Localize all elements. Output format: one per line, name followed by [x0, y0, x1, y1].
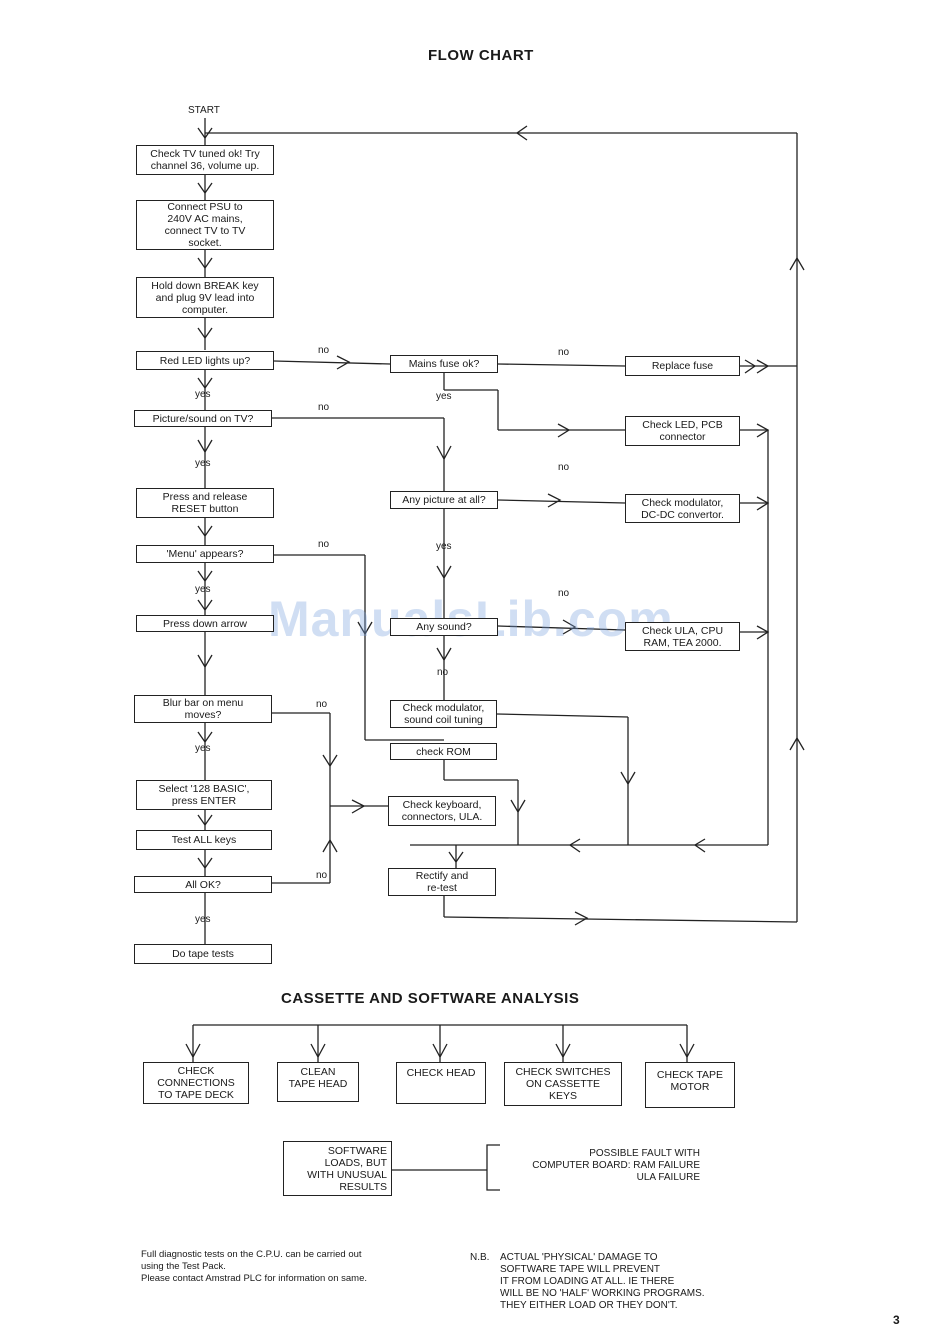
box-select-basic: Select '128 BASIC', press ENTER [136, 780, 272, 810]
label-yes: yes [195, 743, 211, 754]
label-no: no [316, 870, 328, 881]
box-replace-fuse: Replace fuse [625, 356, 740, 376]
box-any-picture: Any picture at all? [390, 491, 498, 509]
label-no: no [558, 347, 570, 358]
box-press-reset: Press and release RESET button [136, 488, 274, 518]
box-press-down: Press down arrow [136, 615, 274, 632]
label-no: no [558, 588, 570, 599]
box-check-motor: CHECK TAPE MOTOR [645, 1062, 735, 1108]
box-red-led: Red LED lights up? [136, 351, 274, 370]
label-no: no [437, 667, 449, 678]
nb-label: N.B. [470, 1252, 490, 1263]
box-check-mod-sound: Check modulator, sound coil tuning [390, 700, 497, 728]
start-label: START [188, 105, 220, 116]
box-any-sound: Any sound? [390, 618, 498, 636]
label-no: no [318, 402, 330, 413]
box-check-keyboard: Check keyboard, connectors, ULA. [388, 796, 496, 826]
box-rectify: Rectify and re-test [388, 868, 496, 896]
label-yes: yes [195, 584, 211, 595]
box-blue-bar: Blur bar on menu moves? [134, 695, 272, 723]
label-no: no [316, 699, 328, 710]
box-picture-sound: Picture/sound on TV? [134, 410, 272, 427]
note-test-pack: Full diagnostic tests on the C.P.U. can … [141, 1249, 367, 1284]
box-all-ok: All OK? [134, 876, 272, 893]
box-check-head: CHECK HEAD [396, 1062, 486, 1104]
page-title: FLOW CHART [428, 47, 534, 64]
label-no: no [318, 539, 330, 550]
box-check-led: Check LED, PCB connector [625, 416, 740, 446]
box-mains-fuse: Mains fuse ok? [390, 355, 498, 373]
cassette-title: CASSETTE AND SOFTWARE ANALYSIS [281, 990, 580, 1007]
label-no: no [558, 462, 570, 473]
box-check-connections: CHECK CONNECTIONS TO TAPE DECK [143, 1062, 249, 1104]
box-hold-break: Hold down BREAK key and plug 9V lead int… [136, 277, 274, 318]
label-yes: yes [436, 391, 452, 402]
page-number: 3 [893, 1313, 900, 1327]
box-test-keys: Test ALL keys [136, 830, 272, 850]
box-menu-appears: 'Menu' appears? [136, 545, 274, 563]
box-check-switches: CHECK SWITCHES ON CASSETTE KEYS [504, 1062, 622, 1106]
box-clean-head: CLEAN TAPE HEAD [277, 1062, 359, 1102]
box-check-rom: check ROM [390, 743, 497, 760]
box-tape-tests: Do tape tests [134, 944, 272, 964]
label-yes: yes [195, 914, 211, 925]
box-check-tv: Check TV tuned ok! Try channel 36, volum… [136, 145, 274, 175]
label-yes: yes [195, 389, 211, 400]
box-check-ula: Check ULA, CPU RAM, TEA 2000. [625, 622, 740, 651]
label-no: no [318, 345, 330, 356]
box-software-loads: SOFTWARE LOADS, BUT WITH UNUSUAL RESULTS [283, 1141, 392, 1196]
label-yes: yes [195, 458, 211, 469]
label-yes: yes [436, 541, 452, 552]
nb-text: ACTUAL 'PHYSICAL' DAMAGE TO SOFTWARE TAP… [500, 1252, 705, 1311]
fault-text: POSSIBLE FAULT WITH COMPUTER BOARD: RAM … [532, 1148, 700, 1183]
box-check-modulator: Check modulator, DC-DC convertor. [625, 494, 740, 523]
box-connect-psu: Connect PSU to 240V AC mains, connect TV… [136, 200, 274, 250]
